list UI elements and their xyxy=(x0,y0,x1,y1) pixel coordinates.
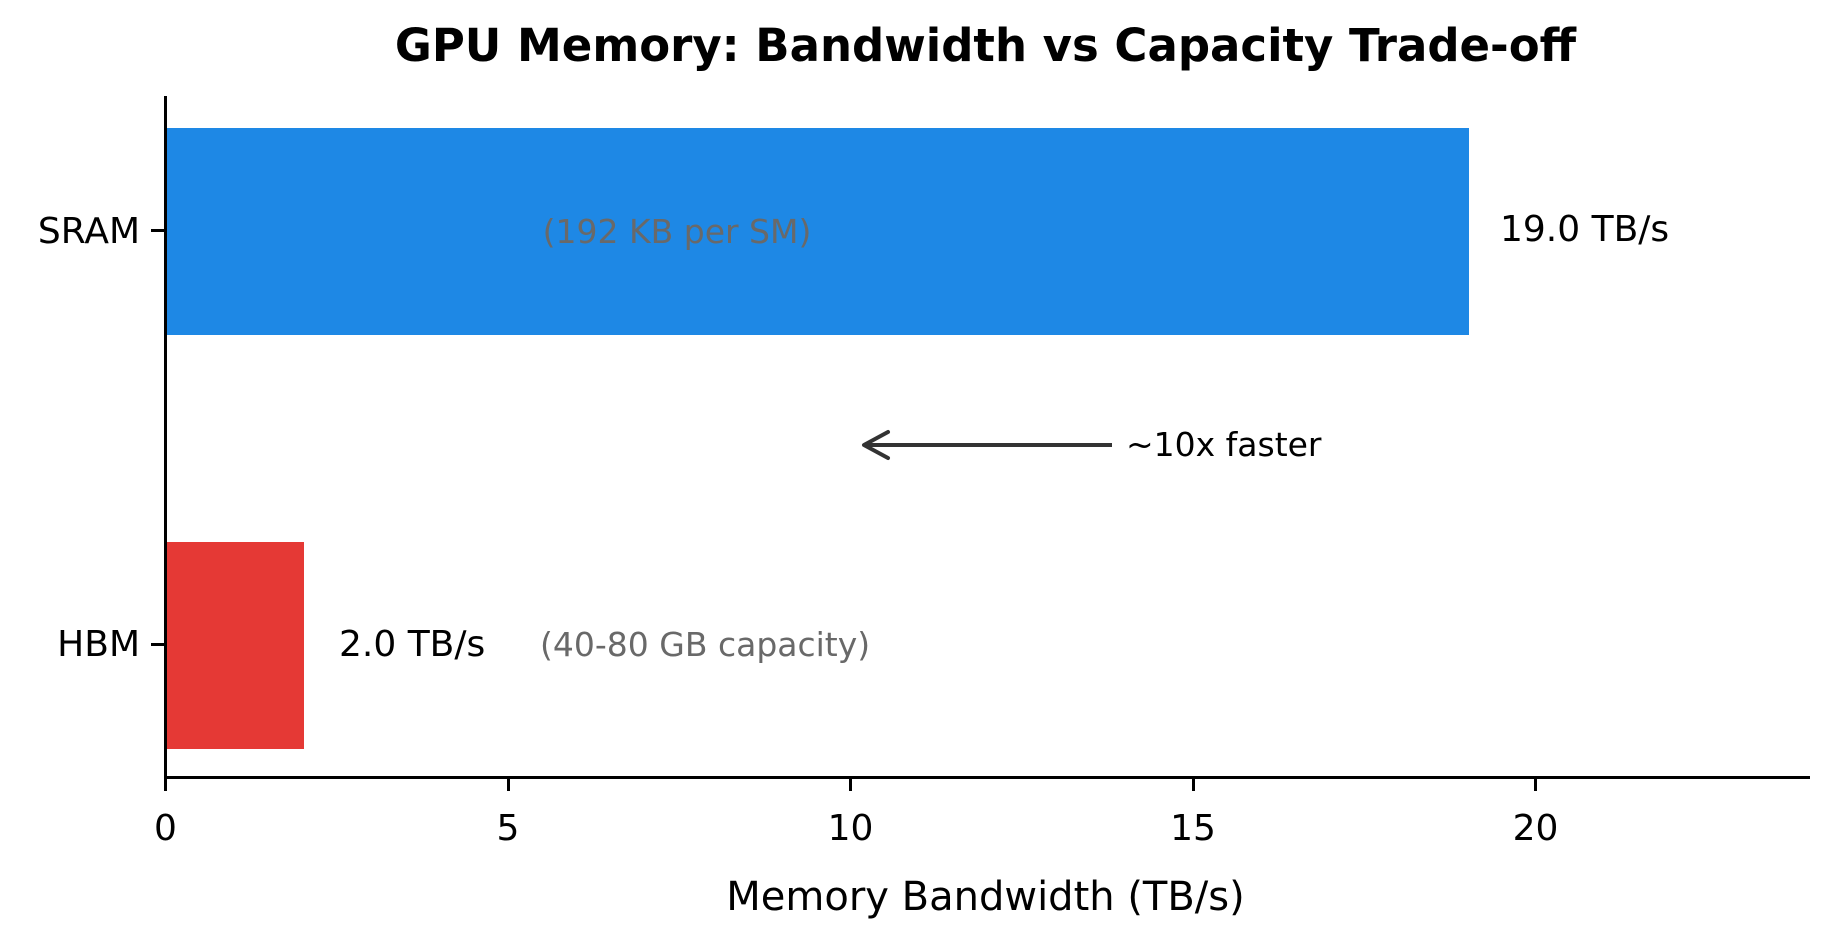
annotation-10x-faster: ~10x faster xyxy=(1126,425,1322,464)
y-tick-label-sram: SRAM xyxy=(37,211,140,252)
y-tick-label-hbm: HBM xyxy=(57,624,140,665)
x-tick-mark xyxy=(849,779,852,791)
x-tick-label: 0 xyxy=(154,808,177,849)
x-tick-label: 15 xyxy=(1170,808,1216,849)
bar-annotation-sram-capacity: (192 KB per SM) xyxy=(542,212,812,251)
bar-hbm xyxy=(167,542,304,749)
x-tick-mark xyxy=(164,779,167,791)
x-tick-label: 5 xyxy=(496,808,520,849)
arrow-left-icon xyxy=(862,430,1112,460)
value-label-hbm: 2.0 TB/s xyxy=(339,624,486,665)
plot-area xyxy=(164,96,1810,779)
y-tick-mark-sram xyxy=(151,229,164,232)
y-tick-mark-hbm xyxy=(151,643,164,646)
value-label-sram: 19.0 TB/s xyxy=(1500,209,1670,250)
x-axis-label: Memory Bandwidth (TB/s) xyxy=(726,874,1245,920)
bar-sram xyxy=(167,128,1469,335)
x-tick-mark xyxy=(1191,779,1195,791)
x-tick-mark xyxy=(506,779,510,791)
bar-annotation-hbm-capacity: (40-80 GB capacity) xyxy=(540,625,871,664)
x-tick-label: 20 xyxy=(1512,808,1559,849)
x-tick-mark xyxy=(1534,779,1537,791)
chart-title: GPU Memory: Bandwidth vs Capacity Trade-… xyxy=(394,19,1577,72)
x-tick-label: 10 xyxy=(827,808,874,849)
